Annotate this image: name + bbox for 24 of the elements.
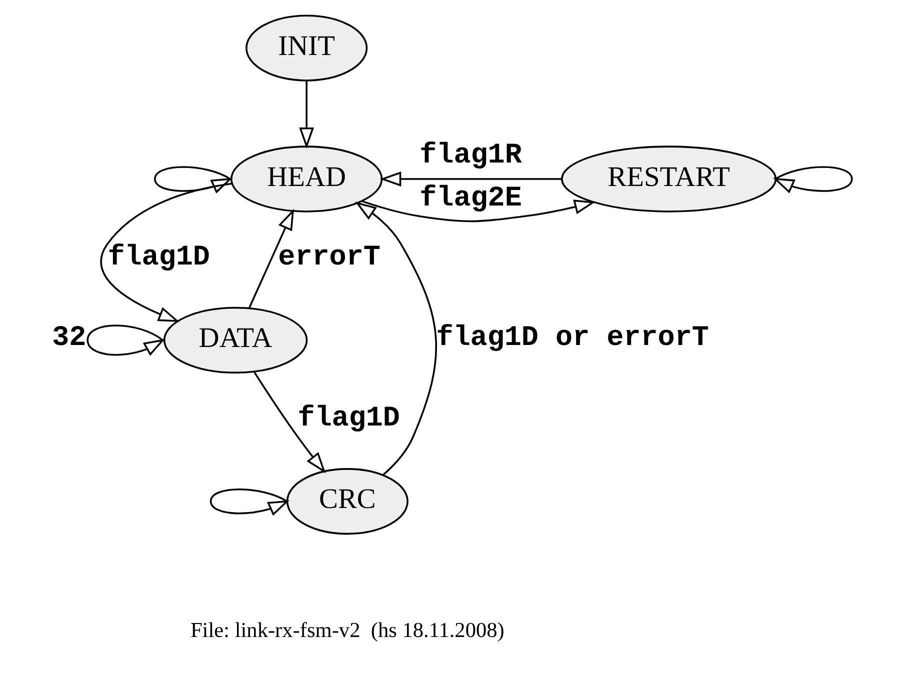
arrow	[772, 166, 852, 194]
node-ellipse: CRC	[286, 468, 408, 535]
edge-label: 32	[52, 321, 86, 354]
arrow	[298, 81, 314, 149]
arrow	[209, 488, 289, 516]
arrow	[248, 208, 294, 308]
arrow	[361, 200, 596, 222]
arrow	[154, 166, 232, 194]
edge-label: flag1D or errorT	[436, 321, 708, 354]
node-ellipse: HEAD	[230, 146, 382, 212]
node-ellipse: INIT	[245, 14, 368, 82]
arrow	[86, 324, 165, 356]
edge-label: flag2E	[419, 181, 522, 214]
edge-label: errorT	[278, 240, 380, 274]
arrow	[379, 172, 562, 186]
arrow	[354, 202, 436, 476]
arrow	[100, 182, 232, 322]
edge-label: flag1D	[107, 240, 210, 274]
arrow	[253, 372, 326, 474]
node-ellipse: DATA	[162, 306, 308, 374]
label: File: link-rx-fsm-v2 (hs 18.11.2008)	[190, 618, 504, 642]
node-ellipse: RESTART	[560, 146, 776, 212]
edge-label: flag1D	[297, 402, 400, 435]
edge-label: flag1R	[419, 138, 522, 172]
